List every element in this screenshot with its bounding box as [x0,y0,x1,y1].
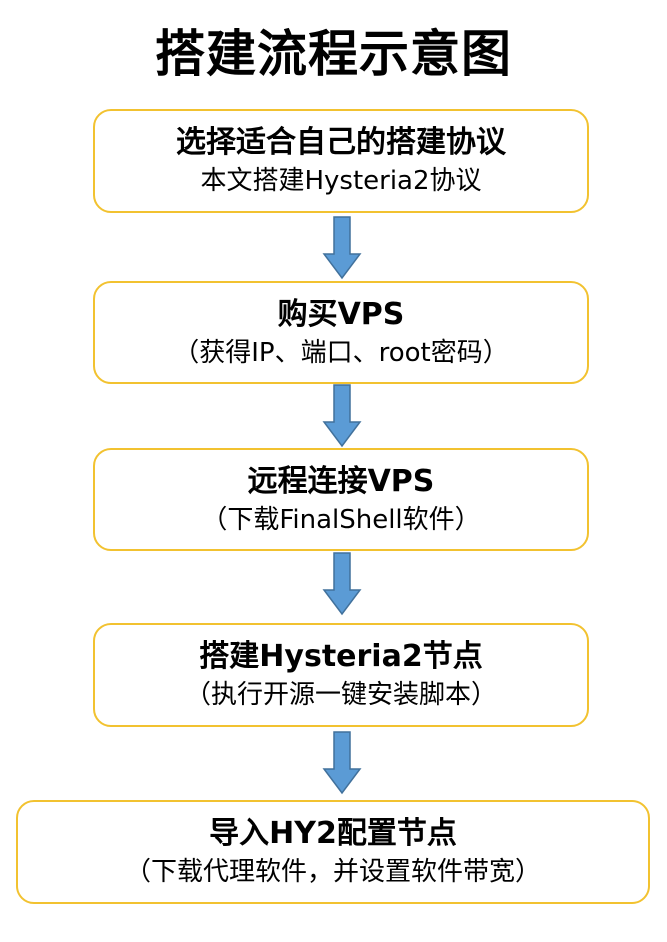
step-2-title: 购买VPS [277,296,405,332]
step-1-title: 选择适合自己的搭建协议 [176,125,506,160]
down-arrow-icon [322,731,362,795]
step-5-subtitle: （下载代理软件，并设置软件带宽） [124,857,541,887]
flow-step-4: 搭建Hysteria2节点 （执行开源一键安装脚本） [93,623,589,727]
step-2-subtitle: （获得IP、端口、root密码） [173,337,509,368]
step-4-subtitle: （执行开源一键安装脚本） [184,680,497,710]
flow-step-5: 导入HY2配置节点 （下载代理软件，并设置软件带宽） [16,800,650,904]
page-title: 搭建流程示意图 [155,25,512,83]
step-3-title: 远程连接VPS [247,463,435,499]
step-3-subtitle: （下载FinalShell软件） [201,504,481,535]
step-5-title: 导入HY2配置节点 [209,816,457,851]
flow-step-2: 购买VPS （获得IP、端口、root密码） [93,281,589,384]
down-arrow-icon [322,384,362,448]
flow-step-1: 选择适合自己的搭建协议 本文搭建Hysteria2协议 [93,109,589,213]
flow-step-3: 远程连接VPS （下载FinalShell软件） [93,448,589,551]
step-4-title: 搭建Hysteria2节点 [199,639,483,674]
down-arrow-icon [322,216,362,280]
down-arrow-icon [322,552,362,616]
step-1-subtitle: 本文搭建Hysteria2协议 [200,166,482,196]
